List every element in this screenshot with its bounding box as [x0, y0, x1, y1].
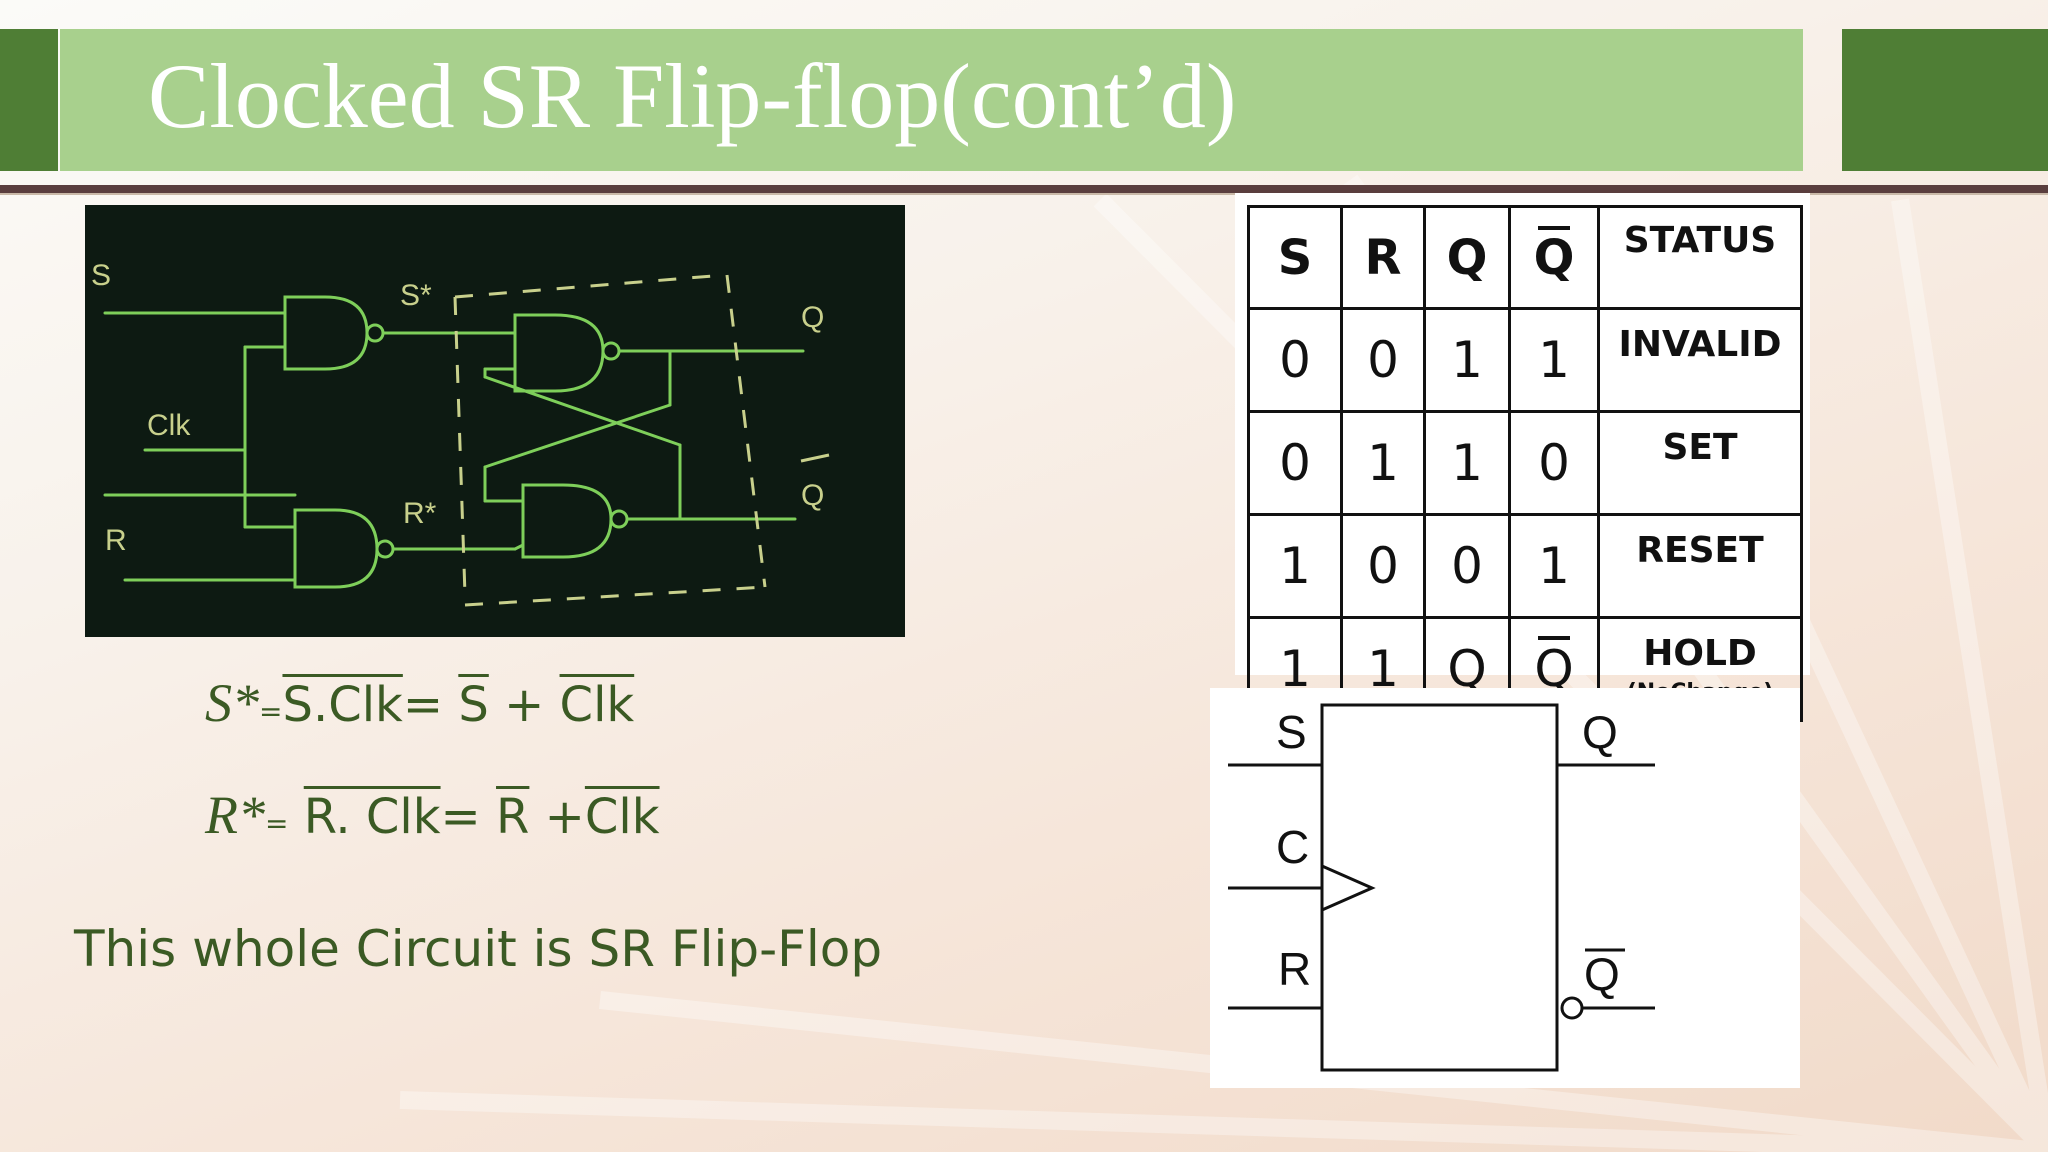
circuit-label-clk: Clk: [147, 409, 191, 442]
circuit-label-r-star: R*: [403, 497, 437, 530]
symbol-label-r: R: [1278, 943, 1311, 995]
flip-flop-symbol: S C R Q Q: [1210, 688, 1800, 1088]
title-divider: [0, 185, 2048, 193]
title-bar: [60, 29, 1803, 171]
truth-table-panel: S R Q Q STATUS 0 0 1 1 INVALID 0 1 1 0 S…: [1235, 193, 1810, 722]
table-row: 0 0 1 1 INVALID: [1247, 307, 1803, 413]
symbol-label-s: S: [1276, 706, 1307, 758]
title-accent-right: [1842, 29, 2048, 171]
symbol-label-c: C: [1276, 821, 1309, 873]
header-q: Q: [1423, 205, 1511, 310]
circuit-label-s-star: S*: [400, 279, 432, 312]
circuit-label-q: Q: [801, 301, 824, 334]
caption-text: This whole Circuit is SR Flip-Flop: [74, 920, 883, 978]
equation-r-star: R*= R. Clk= R +Clk: [205, 785, 660, 845]
truth-table: S R Q Q STATUS 0 0 1 1 INVALID 0 1 1 0 S…: [1247, 205, 1803, 722]
header-r: R: [1340, 205, 1426, 310]
table-row: 0 1 1 0 SET: [1247, 410, 1803, 516]
slide-title: Clocked SR Flip-flop(cont’d): [148, 45, 1237, 147]
truth-table-header: S R Q Q STATUS: [1247, 205, 1803, 310]
header-s: S: [1247, 205, 1343, 310]
circuit-label-q-bar: Q: [801, 479, 824, 512]
header-status: STATUS: [1597, 205, 1803, 310]
header-q-bar: Q: [1508, 205, 1600, 310]
equation-s-star: S*=S.Clk= S + Clk: [205, 673, 635, 733]
circuit-diagram: S S* Clk R* R Q Q: [85, 205, 905, 637]
symbol-label-q: Q: [1582, 706, 1618, 758]
circuit-label-r: R: [105, 524, 127, 557]
title-accent-left: [0, 29, 58, 171]
table-row: 1 0 0 1 RESET: [1247, 513, 1803, 619]
circuit-label-s: S: [91, 259, 111, 292]
title-divider-shadow: [0, 193, 2048, 195]
symbol-label-q-bar: Q: [1584, 948, 1620, 1000]
